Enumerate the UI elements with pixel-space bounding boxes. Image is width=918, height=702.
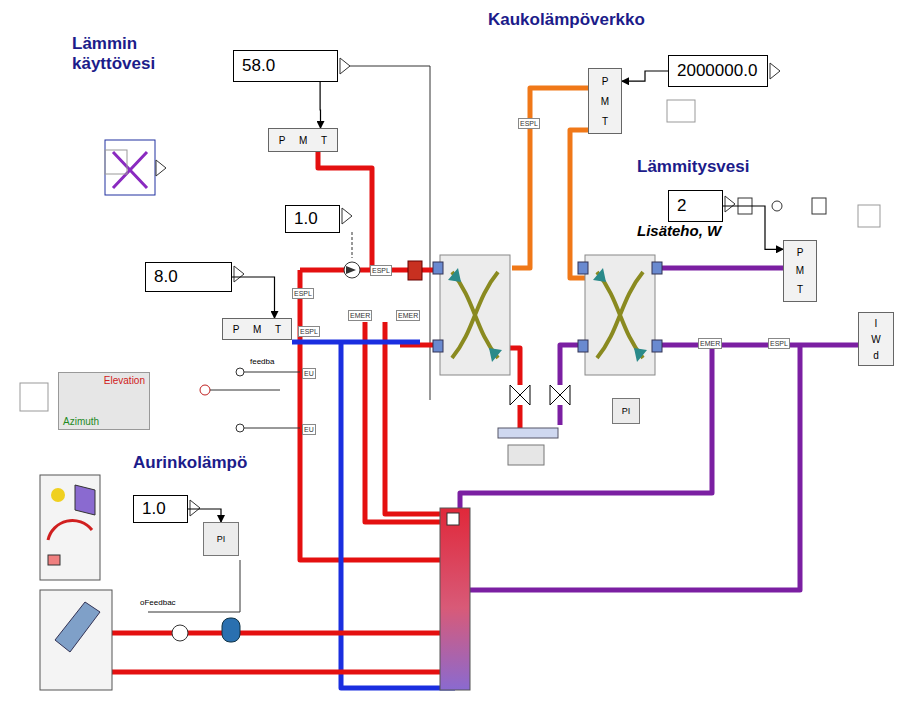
node-text: 8.0 — [154, 267, 178, 287]
node-text: PI — [217, 534, 226, 544]
node-text: M — [253, 324, 261, 335]
sun-angle-block: ElevationAzimuth — [58, 372, 150, 430]
node-text: M — [299, 135, 307, 146]
port-block: PMT — [222, 318, 292, 340]
section-heading: Kaukolämpöverkko — [488, 10, 645, 30]
port-block: PMT — [588, 68, 622, 134]
port-block: IWd — [858, 312, 894, 366]
node-text: W — [871, 334, 880, 345]
signal-connector — [723, 206, 783, 249]
component-tag: ESPL — [768, 338, 790, 349]
component-tag: EMER — [698, 338, 722, 349]
component-tag: ESPL — [370, 265, 392, 276]
node-text: I — [875, 318, 878, 329]
node-text: 2 — [677, 196, 686, 216]
node-text: P — [233, 324, 240, 335]
component-tag: EMER — [348, 310, 372, 321]
component-tag: EMER — [396, 310, 420, 321]
node-text: 1.0 — [294, 209, 318, 229]
node-text: T — [321, 135, 327, 146]
signal-label: Lisäteho, W — [637, 222, 721, 239]
controller-block: PI — [612, 398, 640, 424]
value-box: 58.0 — [233, 50, 338, 82]
signal-label: oFeedbac — [140, 598, 176, 607]
node-text: P — [797, 247, 804, 258]
signal-connector — [188, 509, 221, 522]
port-block: PMT — [268, 128, 338, 152]
port-block: PMT — [783, 240, 817, 302]
node-text: T — [797, 284, 803, 295]
component-tag: ESPL — [292, 288, 314, 299]
node-text: Azimuth — [63, 416, 99, 427]
signal-connector — [232, 277, 275, 318]
node-text: PI — [622, 406, 631, 416]
value-box: 2000000.0 — [668, 55, 768, 87]
value-box: 8.0 — [145, 262, 232, 292]
section-heading: Lämmitysvesi — [637, 157, 749, 177]
node-text: T — [275, 324, 281, 335]
signal-connector — [622, 71, 668, 81]
node-text: P — [602, 76, 609, 87]
node-text: M — [796, 265, 804, 276]
signal-connector — [320, 82, 322, 128]
node-text: M — [601, 96, 609, 107]
node-text: T — [602, 116, 608, 127]
node-text: 58.0 — [242, 56, 275, 76]
node-text: 2000000.0 — [677, 61, 757, 81]
node-text: d — [873, 350, 879, 361]
value-box: 2 — [668, 190, 723, 222]
component-tag: EU — [302, 424, 316, 435]
node-text: Elevation — [104, 375, 145, 386]
node-text: 1.0 — [142, 499, 166, 519]
value-box: 1.0 — [133, 495, 188, 523]
component-tag: ESPL — [298, 326, 320, 337]
signal-label: feedba — [250, 357, 274, 366]
controller-block: PI — [203, 522, 239, 556]
component-tag: ESPL — [518, 118, 540, 129]
section-heading: Aurinkolämpö — [133, 453, 247, 473]
component-tag: EU — [302, 368, 316, 379]
section-heading: Lämmin käyttövesi — [72, 34, 197, 73]
node-text: P — [279, 135, 286, 146]
value-box: 1.0 — [285, 205, 340, 233]
